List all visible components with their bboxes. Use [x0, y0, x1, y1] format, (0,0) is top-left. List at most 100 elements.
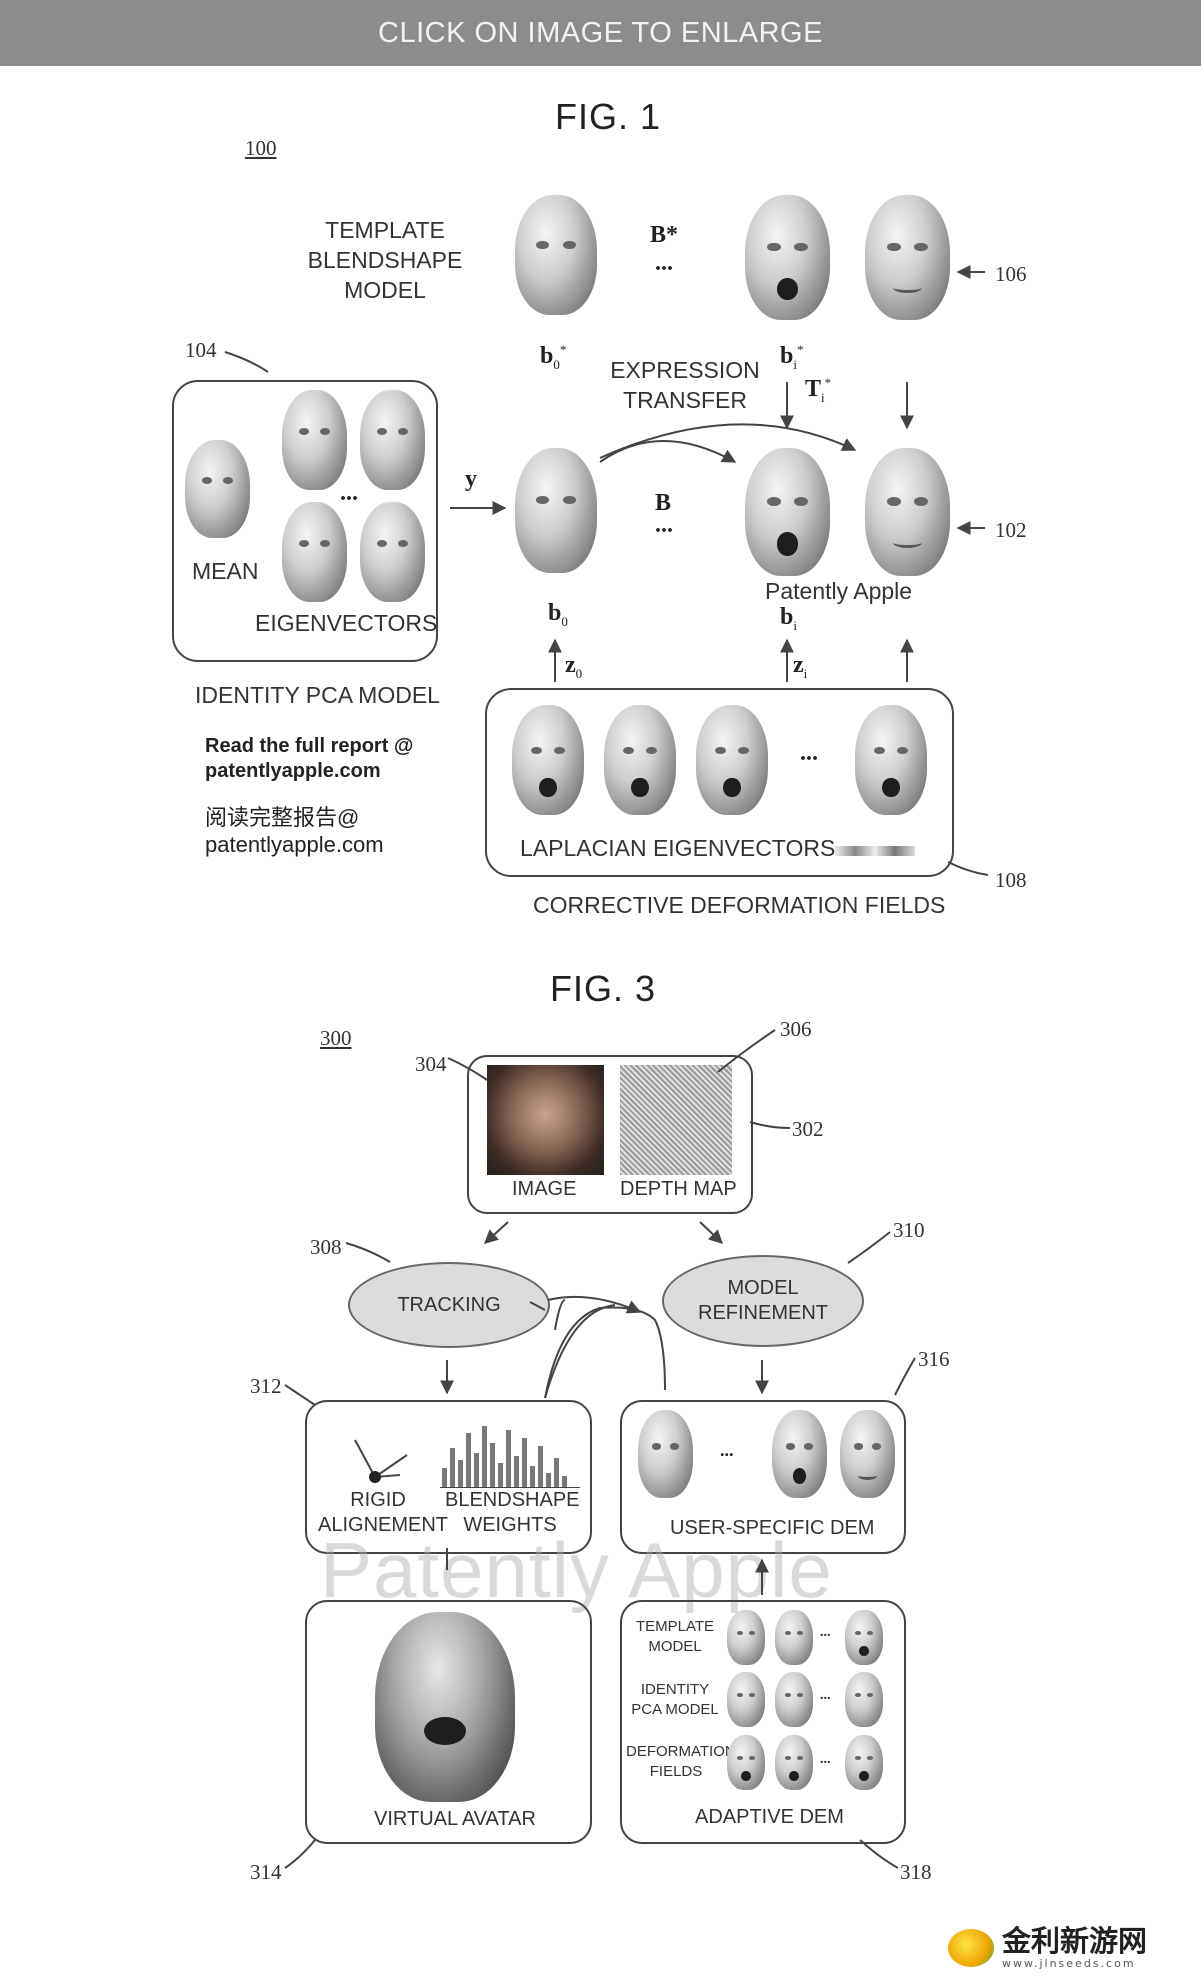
adaptive-dots-r3: ...	[820, 1752, 831, 1767]
lap-face-3	[696, 705, 768, 815]
ref-312: 312	[250, 1374, 282, 1398]
depth-map-label: DEPTH MAP	[620, 1178, 737, 1200]
user-dem-face-2	[772, 1410, 827, 1498]
identity-pca-label: IDENTITY PCA MODEL	[195, 682, 440, 708]
site-logo-icon	[948, 1928, 994, 1967]
colorbar-gradient	[835, 846, 915, 856]
corrective-label: CORRECTIVE DEFORMATION FIELDS	[533, 892, 946, 918]
rigid-alignment-label: RIGID ALIGNEMENT	[318, 1489, 449, 1536]
eigen-face-2	[360, 390, 425, 490]
adaptive-dots-r1: ...	[820, 1625, 831, 1640]
promo-line3: 阅读完整报告@	[205, 805, 360, 830]
lap-dots: ...	[800, 740, 818, 766]
depth-map-image	[620, 1065, 732, 1175]
fig3-title: FIG. 3	[550, 968, 657, 1009]
lap-face-2	[604, 705, 676, 815]
adaptive-face-r2c1	[727, 1672, 765, 1727]
fig1-watermark: Patently Apple	[765, 578, 913, 604]
adaptive-face-r2c3	[845, 1672, 883, 1727]
user-dem-dots: ...	[720, 1440, 734, 1460]
lap-face-1	[512, 705, 584, 815]
ref-314: 314	[250, 1860, 282, 1884]
virtual-avatar-box	[305, 1600, 592, 1844]
user-face-b0	[515, 448, 597, 573]
adaptive-face-r1c2	[775, 1610, 813, 1665]
user-face-smile	[865, 448, 950, 576]
virtual-avatar-label: VIRTUAL AVATAR	[374, 1808, 536, 1830]
template-face-smile	[865, 195, 950, 320]
user-dem-face-1	[638, 1410, 693, 1498]
ref-302: 302	[792, 1117, 824, 1141]
eigen-face-4	[360, 502, 425, 602]
ref-308: 308	[310, 1235, 342, 1259]
enlarge-banner[interactable]: CLICK ON IMAGE TO ENLARGE	[0, 0, 1201, 66]
mean-label: MEAN	[192, 558, 259, 584]
adaptive-face-r3c2	[775, 1735, 813, 1790]
promo-line4[interactable]: patentlyapple.com	[205, 832, 384, 857]
expression-transfer-label: EXPRESSION TRANSFER	[610, 357, 760, 413]
ref-102: 102	[995, 518, 1027, 542]
ref-106: 106	[995, 262, 1027, 286]
fig1-dots-top: ...	[655, 250, 673, 276]
template-blendshape-label: TEMPLATE BLENDSHAPE MODEL	[307, 217, 463, 303]
user-dem-face-3	[840, 1410, 895, 1498]
bi-label: bi	[780, 604, 797, 633]
laplacian-box	[485, 688, 954, 877]
ref-300: 300	[320, 1026, 352, 1050]
rigid-alignment-icon	[354, 1439, 408, 1483]
adaptive-dem-label: ADAPTIVE DEM	[695, 1806, 844, 1828]
y-label: y	[465, 466, 477, 492]
laplacian-label: LAPLACIAN EIGENVECTORS	[520, 835, 836, 861]
adaptive-face-r3c3	[845, 1735, 883, 1790]
b0-star-label: b0*	[540, 342, 567, 372]
site-logo-url: www.jlnseeds.com	[1002, 1957, 1136, 1970]
ref-304: 304	[415, 1052, 447, 1076]
lap-face-4	[855, 705, 927, 815]
user-face-bi	[745, 448, 830, 576]
adaptive-face-r2c2	[775, 1672, 813, 1727]
tracking-ellipse: TRACKING	[348, 1262, 550, 1348]
input-box	[467, 1055, 753, 1214]
adaptive-dots-r2: ...	[820, 1688, 831, 1703]
face-photo-image	[487, 1065, 604, 1175]
identity-pca-box	[172, 380, 438, 662]
eigen-face-3	[282, 502, 347, 602]
z0-label: z0	[565, 652, 583, 681]
ti-star-label: Ti*	[805, 375, 832, 405]
blendshape-weights-label: BLENDSHAPE WEIGHTS	[445, 1489, 580, 1536]
pca-dots: ...	[340, 480, 358, 506]
site-logo[interactable]: 金利新游网 www.jlnseeds.com	[948, 1925, 1147, 1970]
ref-100: 100	[245, 136, 277, 160]
b-star-label: B*	[650, 222, 679, 248]
promo-line2[interactable]: patentlyapple.com	[205, 760, 381, 782]
image-label: IMAGE	[512, 1178, 577, 1200]
site-logo-name: 金利新游网	[1002, 1924, 1148, 1958]
ref-316: 316	[918, 1347, 950, 1371]
ref-310: 310	[893, 1218, 925, 1242]
ref-104: 104	[185, 338, 217, 362]
adaptive-face-r3c1	[727, 1735, 765, 1790]
ref-306: 306	[780, 1017, 812, 1041]
b0-label: b0	[548, 600, 568, 629]
banner-text: CLICK ON IMAGE TO ENLARGE	[378, 16, 823, 49]
user-dem-box	[620, 1400, 906, 1554]
zi-label: zi	[793, 652, 808, 681]
eigenvectors-label: EIGENVECTORS	[255, 610, 438, 636]
template-face-bi	[745, 195, 830, 320]
fig1-title: FIG. 1	[555, 96, 662, 137]
fig1-dots-mid: ...	[655, 512, 673, 538]
eigen-face-1	[282, 390, 347, 490]
adaptive-dem-box	[620, 1600, 906, 1844]
ref-318: 318	[900, 1860, 932, 1884]
mean-face	[185, 440, 250, 538]
adaptive-face-r1c1	[727, 1610, 765, 1665]
template-face-b0	[515, 195, 597, 315]
user-dem-label: USER-SPECIFIC DEM	[670, 1517, 875, 1539]
rigid-blendshape-box	[305, 1400, 592, 1554]
bi-star-label: bi*	[780, 342, 804, 372]
